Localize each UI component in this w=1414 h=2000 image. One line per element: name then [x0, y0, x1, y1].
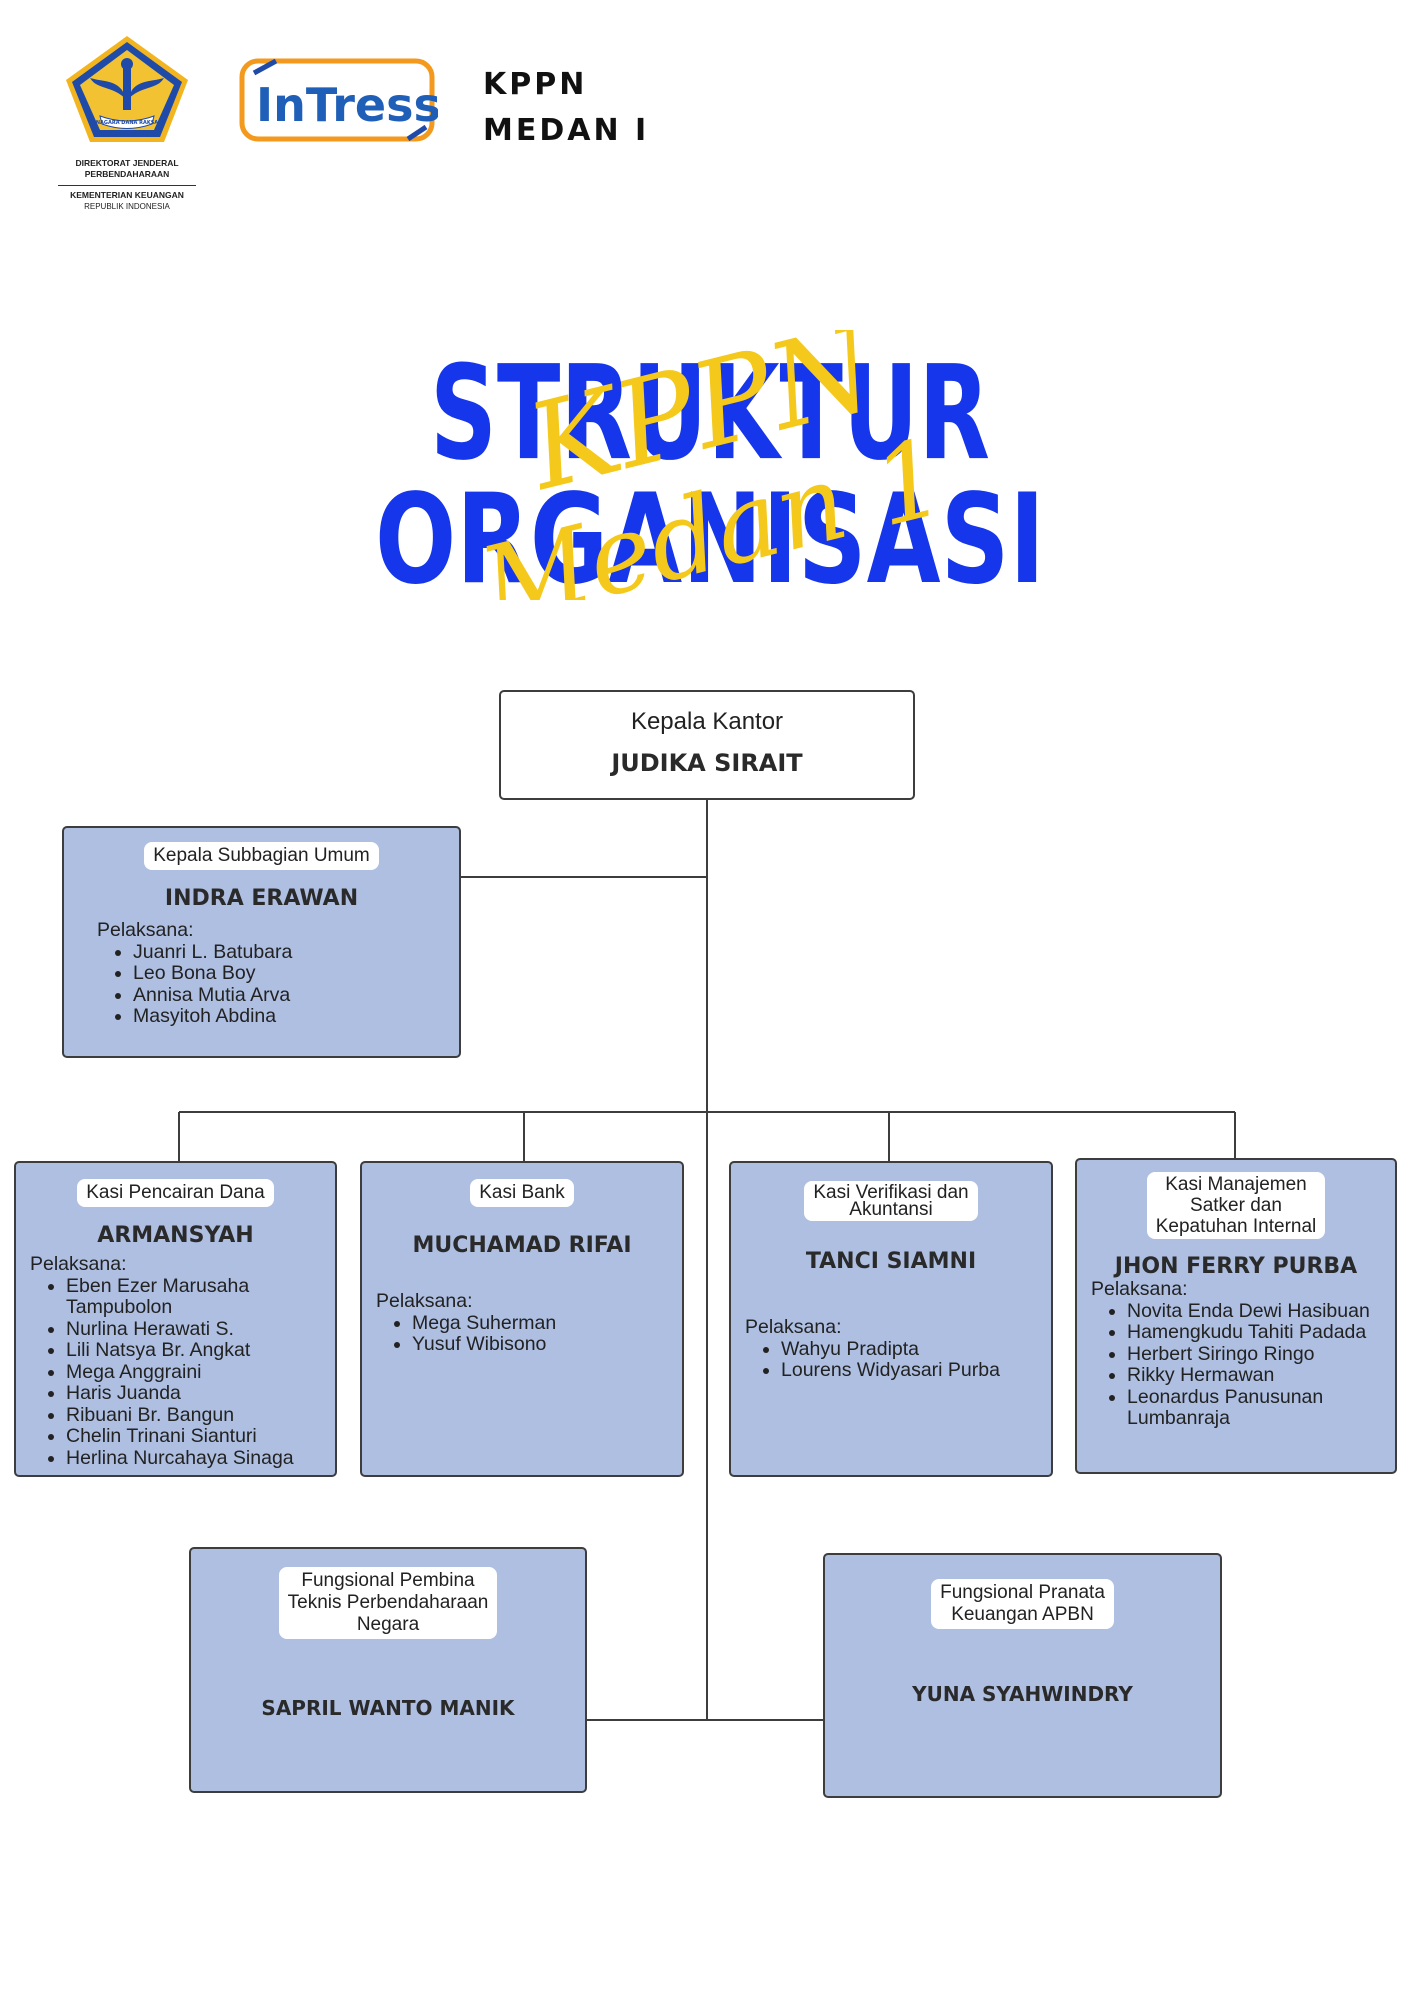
djpb-line-3: KEMENTERIAN KEUANGAN [70, 190, 184, 200]
office-name-line-1: KPPN [483, 67, 588, 102]
office-name-line-2: MEDAN I [483, 113, 650, 148]
djpb-line-1: DIREKTORAT JENDERAL [75, 158, 179, 168]
staff-label: Pelaksana: [745, 1316, 842, 1338]
list-item: Haris Juanda [66, 1382, 327, 1405]
list-item: Novita Enda Dewi Hasibuan [1127, 1300, 1387, 1323]
staff-list: Pelaksana: Mega Suherman Yusuf Wibisono [376, 1290, 674, 1356]
position-title: Kasi Manajemen Satker dan Kepatuhan Inte… [1146, 1172, 1326, 1239]
staff-label: Pelaksana: [30, 1253, 127, 1275]
box-subbagian-umum: Kepala Subbagian Umum INDRA ERAWAN Pelak… [62, 826, 461, 1058]
person-name: ARMANSYAH [97, 1223, 254, 1248]
position-title: Fungsional Pembina Teknis Perbendaharaan… [278, 1567, 498, 1639]
list-item: Herbert Siringo Ringo [1127, 1343, 1387, 1366]
list-item: Wahyu Pradipta [781, 1338, 1043, 1361]
list-item: Lili Natsya Br. Angkat [66, 1339, 327, 1362]
person-name: JUDIKA SIRAIT [611, 749, 803, 777]
position-title: Kepala Subbagian Umum [144, 842, 379, 870]
list-item: Yusuf Wibisono [412, 1333, 674, 1356]
intress-logo: InTress [238, 55, 441, 145]
staff-list: Pelaksana: Wahyu Pradipta Lourens Widyas… [745, 1316, 1043, 1382]
box-head: Kepala Kantor JUDIKA SIRAIT [499, 690, 915, 800]
list-item: Mega Suherman [412, 1312, 674, 1335]
position-title: Kasi Pencairan Dana [77, 1179, 274, 1207]
person-name: SAPRIL WANTO MANIK [261, 1696, 515, 1720]
staff-list: Pelaksana: Eben Ezer Marusaha Tampubolon… [30, 1253, 327, 1470]
list-item: Hamengkudu Tahiti Padada [1127, 1321, 1387, 1344]
djpb-line-2: PERBENDAHARAAN [84, 169, 170, 179]
list-item: Juanri L. Batubara [133, 941, 451, 964]
position-title: Kepala Kantor [630, 708, 784, 735]
office-name: KPPN MEDAN I [483, 62, 723, 154]
staff-label: Pelaksana: [97, 919, 194, 941]
person-name: YUNA SYAHWINDRY [912, 1682, 1133, 1706]
position-title: Fungsional Pranata Keuangan APBN [931, 1579, 1114, 1629]
djpb-logo: NAGARA DANA RAKSA DIREKTORAT JENDERAL PE… [52, 30, 202, 215]
title-line-1: STRUKTUR [430, 337, 990, 489]
list-item: Masyitoh Abdina [133, 1005, 451, 1028]
box-kasi-pencairan-dana: Kasi Pencairan Dana ARMANSYAH Pelaksana:… [14, 1161, 337, 1477]
person-name: JHON FERRY PURBA [1114, 1254, 1358, 1279]
box-kasi-verifikasi-akuntansi: Kasi Verifikasi dan Akuntansi TANCI SIAM… [729, 1161, 1053, 1477]
list-item: Ribuani Br. Bangun [66, 1404, 327, 1427]
list-item: Herlina Nurcahaya Sinaga [66, 1447, 327, 1470]
list-item: Rikky Hermawan [1127, 1364, 1387, 1387]
list-item: Mega Anggraini [66, 1361, 327, 1384]
page-title: STRUKTUR ORGANISASI KPPN Medan 1 [360, 330, 1060, 600]
list-item: Chelin Trinani Sianturi [66, 1425, 327, 1448]
list-item: Nurlina Herawati S. [66, 1318, 327, 1341]
person-name: MUCHAMAD RIFAI [412, 1233, 632, 1258]
staff-label: Pelaksana: [376, 1290, 473, 1312]
list-item: Leo Bona Boy [133, 962, 451, 985]
box-kasi-manajemen-satker: Kasi Manajemen Satker dan Kepatuhan Inte… [1075, 1158, 1397, 1474]
kemenkeu-emblem-icon: NAGARA DANA RAKSA [66, 36, 188, 142]
list-item: Eben Ezer Marusaha Tampubolon [66, 1275, 327, 1319]
box-fungsional-pembina: Fungsional Pembina Teknis Perbendaharaan… [189, 1547, 587, 1793]
person-name: TANCI SIAMNI [805, 1249, 977, 1274]
box-fungsional-pranata: Fungsional Pranata Keuangan APBN YUNA SY… [823, 1553, 1222, 1798]
staff-label: Pelaksana: [1091, 1278, 1188, 1300]
intress-wordmark: InTress [256, 78, 438, 132]
list-item: Lourens Widyasari Purba [781, 1359, 1043, 1382]
person-name: INDRA ERAWAN [164, 886, 359, 911]
svg-text:NAGARA DANA RAKSA: NAGARA DANA RAKSA [96, 120, 158, 126]
staff-list: Pelaksana: Juanri L. Batubara Leo Bona B… [97, 919, 451, 1028]
djpb-divider [58, 185, 196, 186]
list-item: Leonardus Panusunan Lumbanraja [1127, 1386, 1387, 1430]
box-kasi-bank: Kasi Bank MUCHAMAD RIFAI Pelaksana: Mega… [360, 1161, 684, 1477]
position-title: Kasi Bank [470, 1179, 574, 1207]
list-item: Annisa Mutia Arva [133, 984, 451, 1007]
title-line-2: ORGANISASI [375, 468, 1045, 600]
djpb-line-4: REPUBLIK INDONESIA [84, 202, 170, 211]
position-title: Kasi Verifikasi dan Akuntansi [804, 1181, 978, 1221]
staff-list: Pelaksana: Novita Enda Dewi Hasibuan Ham… [1091, 1278, 1387, 1430]
